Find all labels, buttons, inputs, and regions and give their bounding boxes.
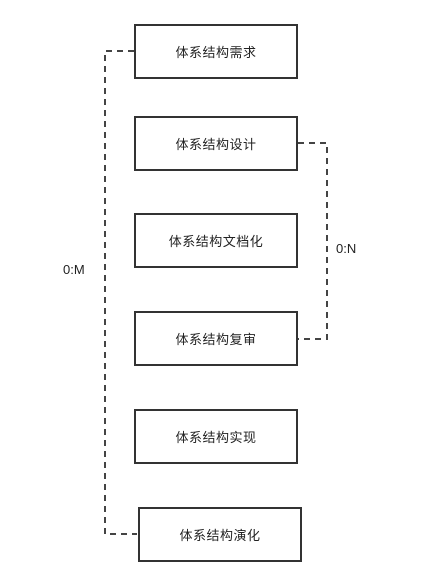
- outer-loop-label: 0:M: [63, 262, 85, 277]
- inner-loop-label: 0:N: [336, 241, 357, 256]
- stage-box-evolution: 体系结构演化: [138, 507, 302, 562]
- stage-box-requirements: 体系结构需求: [134, 24, 298, 79]
- inner-loop-connector: [298, 142, 328, 340]
- stage-box-design: 体系结构设计: [134, 116, 298, 171]
- outer-loop-connector: [104, 50, 137, 535]
- stage-box-review: 体系结构复审: [134, 311, 298, 366]
- stage-box-implementation: 体系结构实现: [134, 409, 298, 464]
- stage-box-documentation: 体系结构文档化: [134, 213, 298, 268]
